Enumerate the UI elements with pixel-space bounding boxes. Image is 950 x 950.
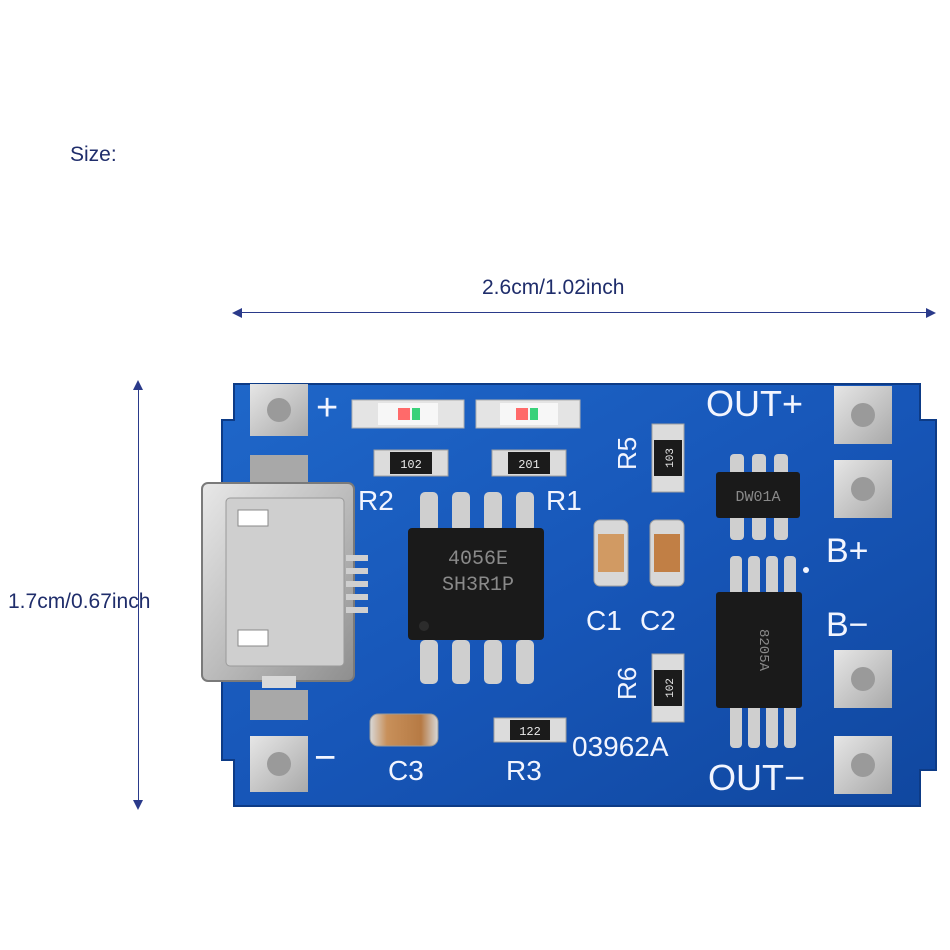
resistor-r6 — [651, 653, 685, 723]
silk-out-plus: OUT+ — [706, 383, 803, 424]
mosfet-ic-marking: 8205A — [755, 629, 771, 672]
silk-c2: C2 — [640, 605, 676, 636]
r1-marking: 201 — [518, 458, 540, 472]
resistor-r5 — [651, 423, 685, 493]
protection-ic-marking: DW01A — [735, 489, 780, 506]
silk-c1: C1 — [586, 605, 622, 636]
silk-r1: R1 — [546, 485, 582, 516]
arrow-right-icon — [926, 308, 936, 318]
height-dimension-line — [138, 388, 139, 806]
silk-minus: − — [314, 737, 336, 779]
micro-usb-connector — [201, 455, 368, 720]
r6-marking: 102 — [665, 678, 677, 698]
silk-r2: R2 — [358, 485, 394, 516]
protection-ic — [716, 454, 800, 540]
silk-r5: R5 — [612, 437, 642, 470]
charger-ic-line2: SH3R1P — [442, 574, 514, 597]
charger-ic — [408, 492, 544, 684]
capacitor-c1 — [593, 519, 629, 587]
r3-marking: 122 — [519, 725, 541, 739]
arrow-up-icon — [133, 380, 143, 390]
silk-c3: C3 — [388, 755, 424, 786]
capacitor-c3 — [369, 713, 439, 747]
arrow-down-icon — [133, 800, 143, 810]
silk-r3: R3 — [506, 755, 542, 786]
resistor-r2 — [373, 449, 449, 477]
capacitor-c2 — [649, 519, 685, 587]
pin1-dot — [803, 567, 809, 573]
r5-marking: 103 — [665, 448, 677, 468]
silk-b-minus: B− — [826, 606, 869, 644]
silk-b-plus: B+ — [826, 532, 869, 570]
r2-marking: 102 — [400, 458, 422, 472]
arrow-left-icon — [232, 308, 242, 318]
led-indicators — [351, 399, 581, 429]
height-dimension-label: 1.7cm/0.67inch — [8, 590, 151, 613]
charger-ic-line1: 4056E — [448, 548, 508, 571]
resistor-r1 — [491, 449, 567, 477]
silk-board-code: 03962A — [572, 731, 669, 762]
silk-out-minus: OUT− — [708, 757, 805, 798]
silk-r6: R6 — [612, 667, 642, 700]
mosfet-ic — [716, 556, 802, 748]
resistor-r3 — [493, 717, 567, 743]
size-label: Size: — [70, 143, 117, 166]
width-dimension-line — [238, 312, 930, 313]
width-dimension-label: 2.6cm/1.02inch — [482, 276, 625, 299]
corner-pads — [250, 384, 892, 794]
silk-plus: + — [316, 387, 338, 429]
